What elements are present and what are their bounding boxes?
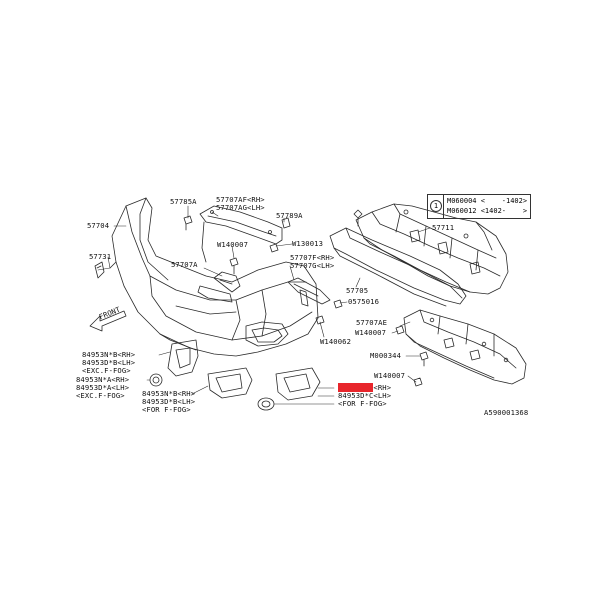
label-57707af: 57707AF<RH> (216, 195, 265, 204)
label-84953db-lh-exc: 84953D*B<LH> (82, 358, 136, 367)
leader-lines (97, 205, 431, 405)
label-57789a: 57789A (276, 211, 303, 220)
label-rh-suffix: <RH> (373, 383, 392, 392)
beam-57705 (329, 227, 467, 307)
label-w140062: W140062 (320, 337, 351, 346)
legend-divider (443, 195, 444, 218)
label-m000344: M000344 (370, 351, 401, 360)
cover-84953nb-left (167, 339, 199, 377)
label-w130013: W130013 (292, 239, 323, 248)
bracket-57707a (213, 271, 241, 293)
bracket-57707af (199, 205, 283, 263)
bolt-w140062 (315, 315, 325, 325)
label-57707ae: 57707AE (356, 318, 387, 327)
label-57785a: 57785A (170, 197, 197, 206)
label-w140007-lower: W140007 (374, 371, 405, 380)
clip-0575016 (333, 299, 343, 309)
label-0575016: 0575016 (348, 297, 379, 306)
bumper-cover (109, 197, 319, 357)
label-w140007-right: W140007 (355, 328, 386, 337)
label-exc-ffog-1: <EXC.F-FOG> (82, 366, 131, 375)
side-marker-57731 (94, 261, 105, 279)
bolt-w140007-upper (229, 257, 239, 275)
bracket-57707f (287, 277, 331, 305)
label-57707g: 57707G<LH> (290, 261, 335, 270)
cover-84953nc (257, 367, 321, 411)
legend-row-2: M060012 <1402- > (447, 207, 528, 215)
cover-84953na (149, 373, 163, 387)
label-exc-ffog-2: <EXC.F-FOG> (76, 391, 125, 400)
front-arrow-icon (89, 310, 127, 332)
bolt-w140007-right (395, 325, 405, 335)
highlighted-part-number[interactable]: 84953N*C (338, 383, 374, 392)
nut-m000344 (419, 351, 429, 367)
cover-84953nb-center (207, 367, 253, 399)
label-w140007-upper: W140007 (217, 240, 248, 249)
label-57704: 57704 (87, 221, 110, 230)
label-57705: 57705 (346, 286, 369, 295)
label-57707f: 57707F<RH> (290, 253, 335, 262)
label-84953nb-rh-exc: 84953N*B<RH> (82, 350, 136, 359)
bolt-w140007-lower (413, 377, 423, 387)
clip-57789a (281, 217, 291, 229)
bolt-marker-1 (353, 209, 363, 227)
label-84953db-lh-for: 84953D*B<LH> (142, 397, 196, 406)
reinforcement-57711 (355, 203, 509, 295)
label-57707a: 57707A (171, 260, 198, 269)
label-84953na-rh: 84953N*A<RH> (76, 375, 130, 384)
bolt-w130013 (269, 243, 279, 253)
label-57731: 57731 (89, 252, 112, 261)
label-84953nb-rh-for: 84953N*B<RH> (142, 389, 196, 398)
lower-beam-57707ae (403, 309, 527, 385)
diagram-id: A590001368 (484, 408, 529, 417)
label-84953da-lh: 84953D*A<LH> (76, 383, 130, 392)
legend-row-1: M060004 < -1402> (447, 197, 528, 205)
label-57711: 57711 (432, 223, 455, 232)
label-for-ffog-1: <FOR F-FOG> (142, 405, 191, 414)
label-for-ffog-2: <FOR F-FOG> (338, 399, 387, 408)
label-84953dc-lh: 84953D*C<LH> (338, 391, 392, 400)
label-84953nc-rh[interactable]: 84953N*C<RH> (338, 383, 392, 392)
legend-marker: 1 (430, 200, 442, 212)
label-57707ag: 57707AG<LH> (216, 203, 265, 212)
legend-box: 1 M060004 < -1402> M060012 <1402- > (427, 194, 531, 219)
